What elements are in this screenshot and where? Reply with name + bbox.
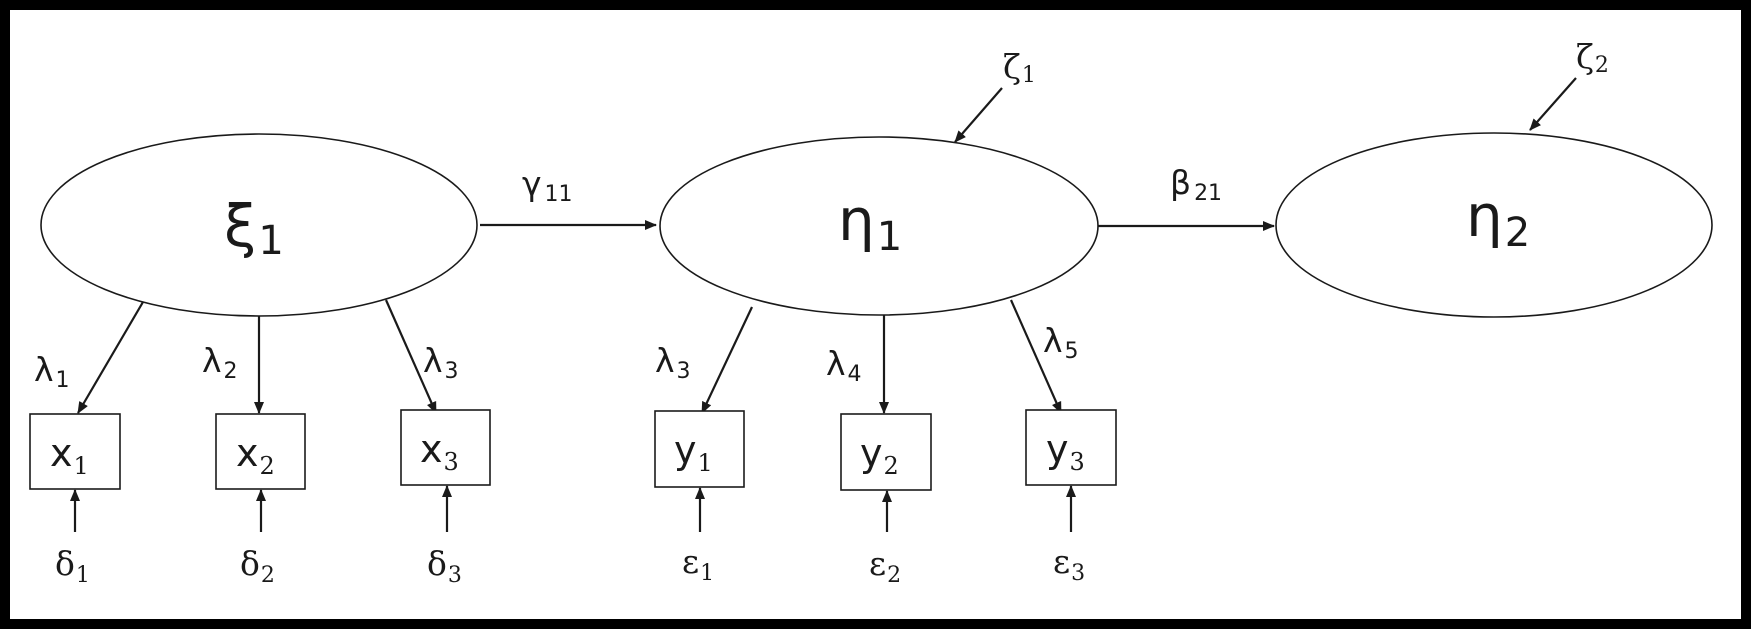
delta2-label: δ2 xyxy=(240,544,275,588)
latent-xi1: ξ1 xyxy=(40,133,478,317)
y3-label: y3 xyxy=(1046,427,1085,476)
delta1-label: δ1 xyxy=(55,544,90,588)
error-epsilon3: ε3 xyxy=(1053,485,1085,586)
x3-box xyxy=(400,409,491,486)
xi1-label: ξ1 xyxy=(224,192,284,264)
latent-eta2: η2 xyxy=(1275,132,1713,318)
x1-box xyxy=(29,413,121,490)
error-delta1: δ1 xyxy=(55,489,90,588)
y1-box xyxy=(654,410,745,488)
epsilon1-label: ε1 xyxy=(682,542,714,586)
indicator-x2: x2 xyxy=(215,413,306,490)
y2-box xyxy=(840,413,932,491)
indicator-y3: y3 xyxy=(1025,409,1117,486)
eta2-ellipse xyxy=(1275,132,1713,318)
x2-box xyxy=(215,413,306,490)
loadings-eta1: λ3 λ4 λ5 xyxy=(655,299,1079,414)
x2-label: x2 xyxy=(236,431,275,480)
error-epsilon2: ε2 xyxy=(869,490,901,588)
lambda1-label: λ1 xyxy=(34,350,70,393)
indicator-x3: x3 xyxy=(400,409,491,486)
eta2-label: η2 xyxy=(1466,182,1530,256)
error-delta2: δ2 xyxy=(240,489,275,588)
lambda1-arrow xyxy=(77,301,144,414)
zeta2-label: ζ2 xyxy=(1576,37,1609,78)
disturbance-zeta2: ζ2 xyxy=(1529,37,1609,131)
lambda3-arrow xyxy=(384,299,438,414)
lambda3-eta-label: λ3 xyxy=(655,341,691,384)
eta1-label: η1 xyxy=(838,186,902,260)
epsilon2-label: ε2 xyxy=(869,544,901,588)
error-delta3: δ3 xyxy=(427,485,462,588)
y3-box xyxy=(1025,409,1117,486)
zeta2-arrow xyxy=(1529,77,1577,131)
loadings-xi1: λ1 λ2 λ3 xyxy=(34,299,459,414)
lambda3-eta-arrow xyxy=(701,306,753,414)
xi1-ellipse xyxy=(40,133,478,317)
lambda2-label: λ2 xyxy=(202,341,238,384)
zeta1-label: ζ1 xyxy=(1003,47,1036,88)
zeta1-arrow xyxy=(954,87,1003,143)
latent-eta1: η1 xyxy=(659,136,1099,316)
delta3-label: δ3 xyxy=(427,544,462,588)
lambda5-arrow xyxy=(1009,299,1063,414)
indicator-y1: y1 xyxy=(654,410,745,488)
indicator-y2: y2 xyxy=(840,413,932,491)
lambda3-label: λ3 xyxy=(423,341,459,384)
indicator-x1: x1 xyxy=(29,413,121,490)
lambda5-label: λ5 xyxy=(1043,321,1079,364)
y1-label: y1 xyxy=(674,428,713,477)
error-epsilon1: ε1 xyxy=(682,487,714,586)
y2-label: y2 xyxy=(860,431,899,480)
x1-label: x1 xyxy=(50,431,89,480)
disturbance-zeta1: ζ1 xyxy=(954,47,1036,143)
eta1-ellipse xyxy=(659,136,1099,316)
epsilon3-label: ε3 xyxy=(1053,542,1085,586)
lambda4-label: λ4 xyxy=(826,344,862,387)
x3-label: x3 xyxy=(420,427,459,476)
